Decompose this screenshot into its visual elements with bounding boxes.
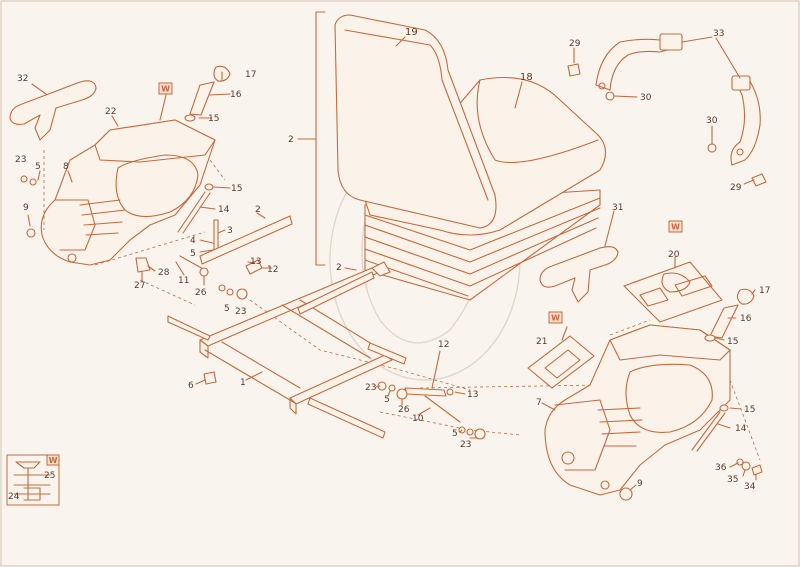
w-tag-inset: W [46,454,60,466]
leader-33b [715,37,741,79]
svg-text:W: W [161,85,170,94]
middle-hardware [377,381,486,440]
callout-14b: 14 [735,424,747,434]
middle-leaders [375,350,479,439]
leader-19 [395,36,406,47]
callout-27: 27 [134,281,145,291]
left-console-small-parts [15,65,293,469]
callout-2-rail-mid: 2 [336,263,342,273]
callout-3: 3 [227,226,233,236]
callout-17b: 17 [759,286,770,296]
right-leaders [541,210,757,491]
left-leaders [27,71,273,286]
callout-23c: 23 [365,383,376,393]
callout-13a: 13 [250,257,261,267]
callout-14a: 14 [218,205,230,215]
callout-13b: 13 [467,390,478,400]
callout-2-seat: 2 [288,135,294,145]
callout-1: 1 [240,378,246,388]
callout-29a: 29 [569,39,581,49]
callout-25: 25 [44,471,55,481]
w-tag-right: W [668,220,683,233]
callout-5a: 5 [35,162,41,172]
callout-10: 10 [412,414,424,424]
callout-15b: 15 [231,184,242,194]
callout-9b: 9 [637,479,643,489]
callout-23d: 23 [460,440,471,450]
callout-30a: 30 [640,93,652,103]
callout-5e: 5 [452,429,458,439]
callout-5c: 5 [224,304,230,314]
callout-23b: 23 [235,307,246,317]
callout-35: 35 [727,475,738,485]
w-tag-left: W [158,82,173,95]
callout-12b: 12 [438,340,449,350]
callout-8: 8 [63,162,69,172]
callout-24: 24 [8,492,20,502]
svg-text:W: W [671,223,680,232]
callout-15d: 15 [744,405,755,415]
callout-16a: 16 [230,90,242,100]
callout-34: 34 [744,482,756,492]
callout-5d: 5 [384,395,390,405]
callout-33: 33 [713,29,724,39]
svg-text:W: W [551,314,560,323]
callout-21: 21 [536,337,547,347]
bracket-2-seat [315,11,326,266]
callout-9a: 9 [23,203,29,213]
callout-28: 28 [158,268,170,278]
callout-17a: 17 [245,70,256,80]
callout-26b: 26 [398,405,410,415]
callout-labels: 1 2 2 2 3 4 5 5 5 5 5 6 7 8 9 9 10 11 12… [8,27,770,502]
leader-33a [681,36,713,43]
right-console [527,246,763,501]
svg-text:W: W [49,456,58,465]
callout-4: 4 [190,236,196,246]
leader-18 [514,81,523,109]
w-tag-plate: W [548,311,563,324]
assembly-dash-lines [43,150,761,461]
leader-29b [743,179,755,185]
callout-29b: 29 [730,183,742,193]
callout-7: 7 [536,398,542,408]
callout-11: 11 [178,276,189,286]
seat-assembly [334,14,607,301]
callout-36: 36 [715,463,727,473]
callout-2-rail-left: 2 [255,205,261,215]
strap-assembly [567,33,767,187]
leader-6 [195,379,206,385]
callout-5b: 5 [190,249,196,259]
leader-1 [245,371,263,381]
callout-12a: 12 [267,265,278,275]
w-tag-left-leader [159,94,167,121]
callout-32: 32 [17,74,28,84]
callout-22: 22 [105,107,116,117]
inset-detail [6,454,60,506]
callout-18: 18 [520,72,533,83]
callout-31: 31 [612,203,623,213]
left-console [9,80,216,266]
leader-2-frame [344,267,357,271]
callout-15c: 15 [727,337,738,347]
leader-30a [613,95,638,98]
callout-16b: 16 [740,314,752,324]
callout-30b: 30 [706,116,718,126]
callout-19: 19 [405,27,418,38]
callout-23a: 23 [15,155,26,165]
callout-15a: 15 [208,114,219,124]
callout-20: 20 [668,250,680,260]
frame-1 [167,261,407,439]
callout-26a: 26 [195,288,207,298]
callout-6: 6 [188,381,194,391]
